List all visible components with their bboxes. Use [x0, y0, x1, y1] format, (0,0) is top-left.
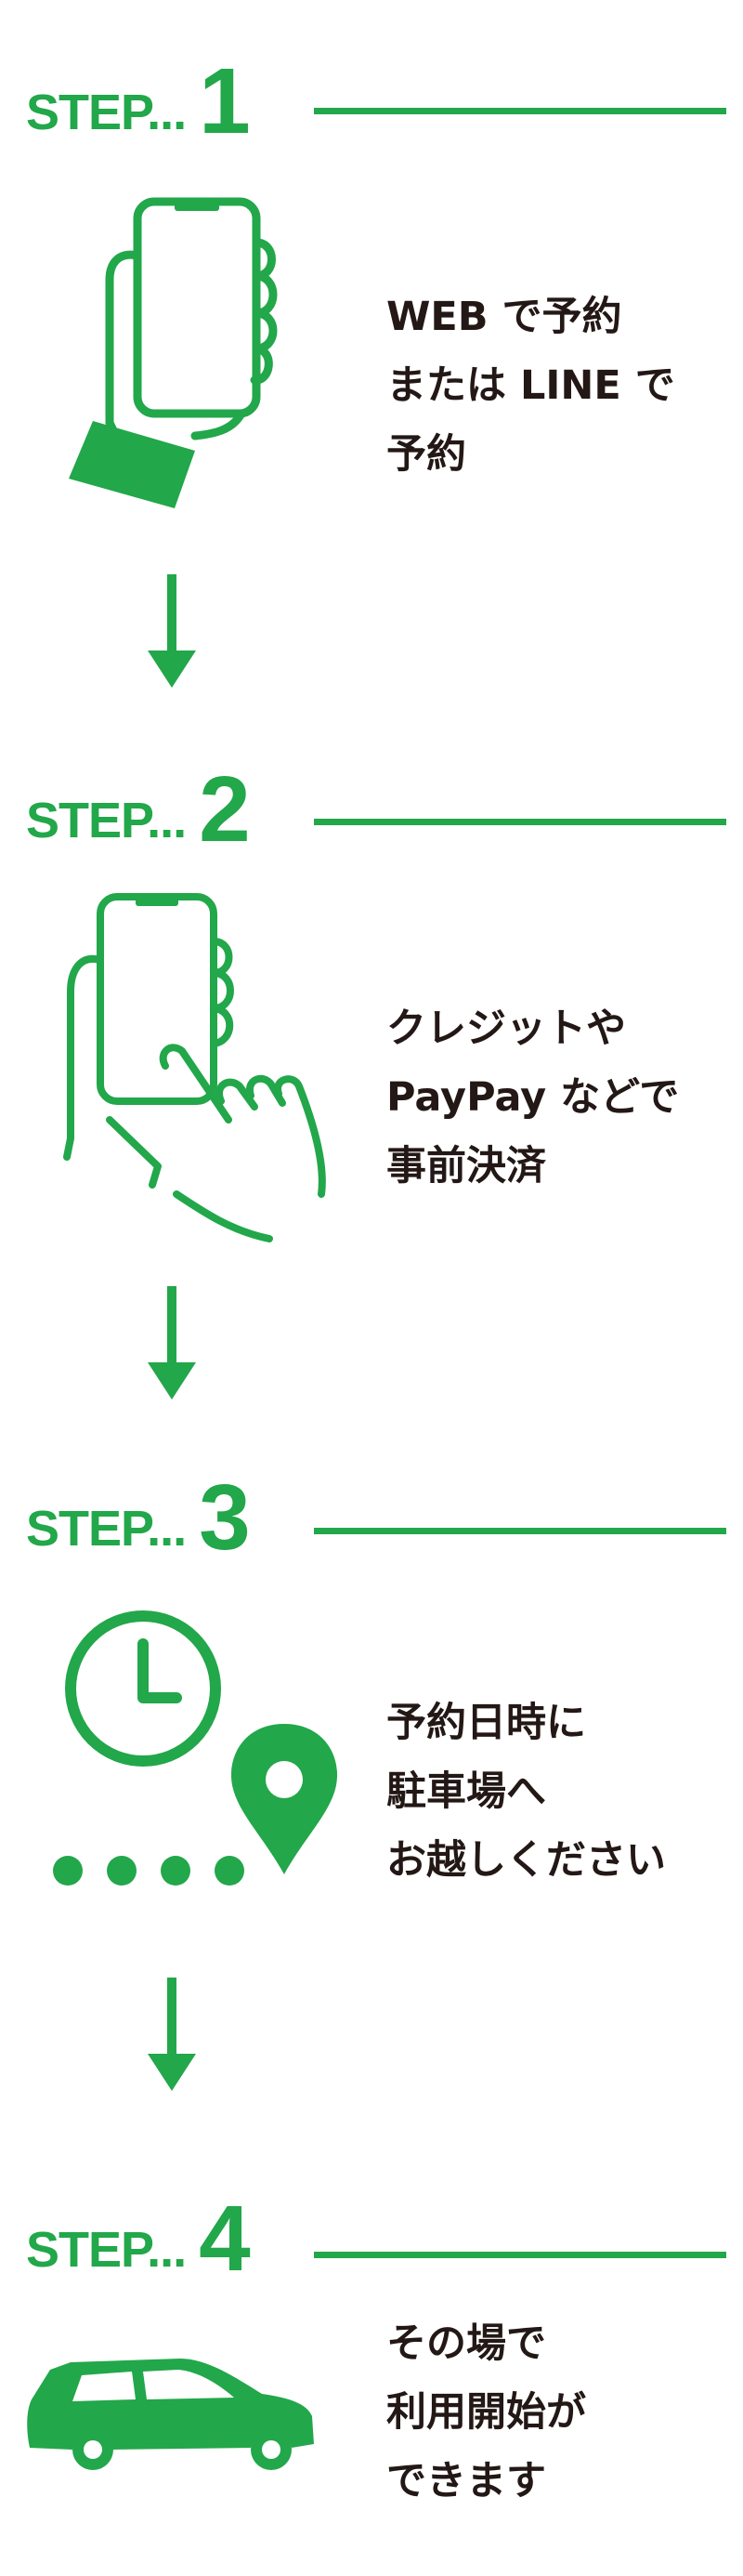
- step-1-line: 予約: [386, 431, 466, 478]
- down-arrow-icon: [148, 574, 196, 688]
- step-2-line: 事前決済: [386, 1143, 546, 1189]
- step-4-label: STEP...4: [26, 2187, 251, 2291]
- clock-location-icon: [53, 1610, 338, 1886]
- step-3-line: 予約日時に: [386, 1700, 586, 1746]
- step-4-divider: [314, 2252, 726, 2258]
- step-1-line: または LINE で: [386, 362, 675, 409]
- step-2-line: PayPay などで: [386, 1074, 680, 1121]
- step-2-number: 2: [199, 757, 251, 861]
- step-4-line: 利用開始が: [386, 2389, 586, 2436]
- step-3-label: STEP...3: [26, 1465, 251, 1570]
- step-3-description: 予約日時に 駐車場へ お越しください: [386, 1689, 666, 1895]
- step-4-description: その場で 利用開始が できます: [386, 2309, 586, 2516]
- phone-in-hand-icon: [69, 197, 278, 508]
- step-2-header: STEP...2: [0, 753, 743, 861]
- step-1-description: WEB で予約 または LINE で 予約: [386, 283, 675, 489]
- step-1-line: WEB で予約: [386, 294, 622, 340]
- step-2-description: クレジットや PayPay などで 事前決済: [386, 994, 679, 1201]
- step-1-header: STEP...1: [0, 45, 743, 153]
- step-4-line: その場で: [386, 2320, 546, 2367]
- step-2-label: STEP...2: [26, 757, 251, 861]
- step-1-divider: [314, 108, 726, 114]
- step-2-divider: [314, 819, 726, 825]
- step-4-number: 4: [199, 2187, 251, 2291]
- down-arrow-icon: [148, 1978, 196, 2091]
- step-3-number: 3: [199, 1465, 251, 1570]
- down-arrow-icon: [148, 1286, 196, 1400]
- phone-tap-payment-icon: [63, 893, 326, 1242]
- step-4-line: できます: [386, 2458, 546, 2504]
- step-2-line: クレジットや: [386, 1005, 626, 1052]
- step-3-line: 駐車場へ: [386, 1768, 546, 1815]
- step-3-line: お越しください: [386, 1837, 666, 1884]
- step-1-number: 1: [199, 49, 251, 153]
- step-3-header: STEP...3: [0, 1461, 743, 1570]
- step-1-label: STEP...1: [26, 49, 251, 153]
- car-icon: [27, 2359, 314, 2470]
- step-3-divider: [314, 1528, 726, 1534]
- step-4-header: STEP...4: [0, 2182, 743, 2291]
